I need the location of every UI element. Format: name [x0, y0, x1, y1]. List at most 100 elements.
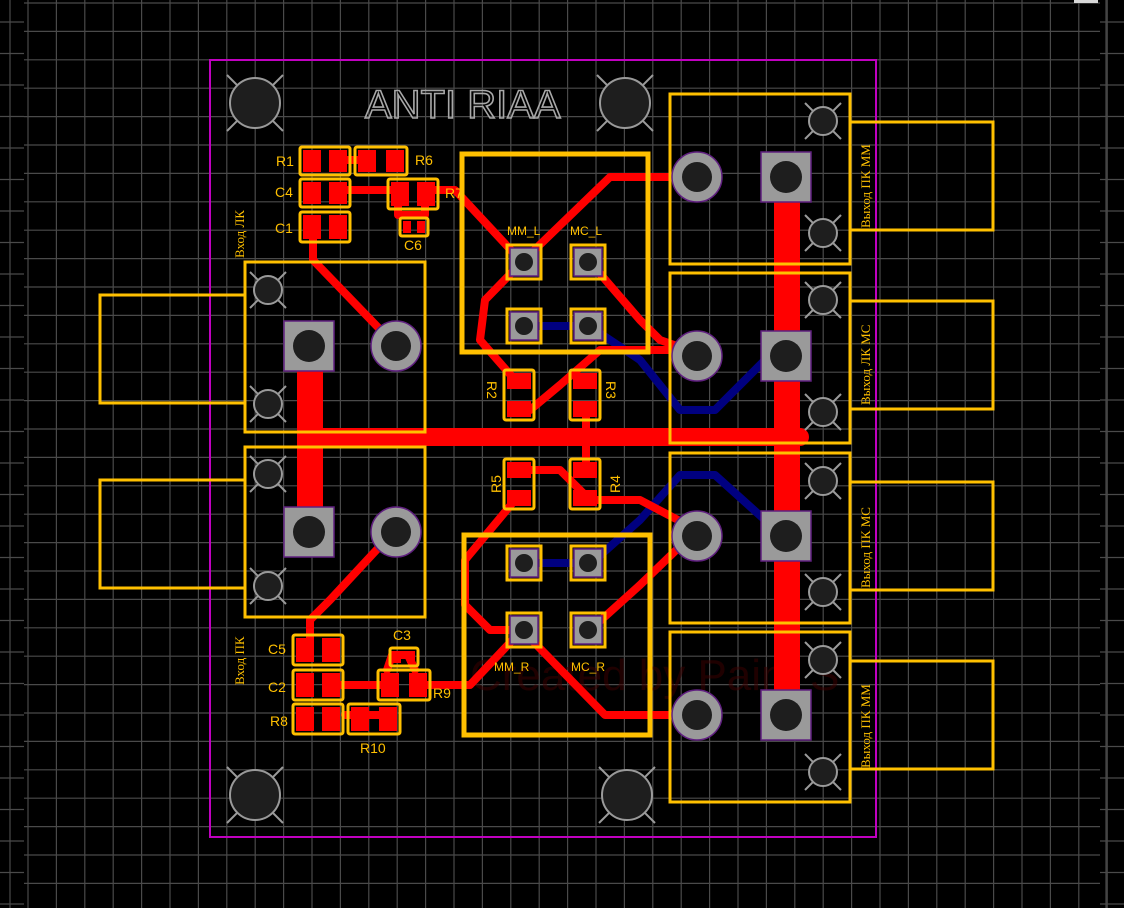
- relay-pin-label: MC_L: [570, 224, 602, 238]
- smd-components: [291, 145, 602, 736]
- designator: R9: [433, 685, 451, 701]
- pad-round: [370, 506, 422, 558]
- relay-labels: MM_L MC_L MM_R MC_R: [494, 224, 605, 674]
- pad-square: [283, 506, 335, 558]
- mount-hole-icon: [804, 641, 842, 679]
- relay-pin-pad: [505, 243, 543, 281]
- smd-component: [353, 145, 409, 177]
- relay-pin-pad: [569, 307, 607, 345]
- scrollbar-thumb[interactable]: [1074, 0, 1098, 3]
- designator: R4: [607, 475, 623, 493]
- relay-pin-label: MM_R: [494, 660, 530, 674]
- relay-outline: [459, 151, 651, 355]
- relay-pin-pad: [569, 544, 607, 582]
- designator: R2: [484, 381, 500, 399]
- relay-pin-pad: [505, 307, 543, 345]
- connector-label: Выход ПК МС: [858, 507, 873, 588]
- relay-pads: [505, 243, 607, 649]
- smd-component: [398, 216, 430, 238]
- pad-round: [671, 151, 723, 203]
- pad-round: [671, 330, 723, 382]
- connector-plug: [848, 480, 995, 592]
- mount-hole-icon: [249, 567, 287, 605]
- designator: R5: [488, 475, 504, 493]
- designator: R3: [603, 381, 619, 399]
- mount-hole-icon: [804, 393, 842, 431]
- smd-component: [291, 668, 345, 702]
- designator: C4: [275, 184, 293, 200]
- smd-component: [291, 633, 345, 667]
- designator: R1: [276, 153, 294, 169]
- mount-hole-icon: [598, 766, 656, 824]
- connector-label: Вход ЛК: [232, 210, 247, 258]
- designator: C5: [268, 641, 286, 657]
- designator: C2: [268, 679, 286, 695]
- smd-component: [386, 177, 440, 211]
- smd-component: [502, 368, 536, 422]
- trace-top: [518, 626, 701, 719]
- mount-hole-icon: [226, 766, 284, 824]
- smd-component: [291, 702, 345, 736]
- connector-label: Вход ПК: [232, 636, 247, 685]
- relay-pin-pad: [569, 611, 607, 649]
- mount-hole-icon: [804, 102, 842, 140]
- smd-component: [298, 210, 352, 244]
- mount-hole-icon: [804, 214, 842, 252]
- smd-component: [376, 668, 432, 702]
- mount-hole-icon: [804, 281, 842, 319]
- designator: R6: [415, 152, 433, 168]
- mount-hole-icon: [249, 455, 287, 493]
- pad-square: [760, 151, 812, 203]
- connector-plug: [848, 120, 995, 232]
- pad-round: [370, 320, 422, 372]
- mount-hole-icon: [596, 74, 654, 132]
- connector-labels: Вход ЛК Вход ПК Выход ПК ММ Выход ЛК МС …: [232, 144, 873, 768]
- connector-pads: [283, 151, 812, 741]
- pad-square: [760, 510, 812, 562]
- relay-outline: [461, 532, 653, 738]
- trace-top: [414, 626, 526, 689]
- designator: C3: [393, 627, 411, 643]
- trace-top: [476, 258, 526, 384]
- smd-component: [502, 457, 536, 511]
- smd-component: [568, 368, 602, 422]
- connector-silkscreen: [98, 92, 995, 804]
- relay-pin-pad: [569, 243, 607, 281]
- connector-label: Выход ПК ММ: [858, 144, 873, 228]
- connector-label: Выход ПК ММ: [858, 684, 873, 768]
- smd-component: [568, 457, 602, 511]
- designator: C6: [404, 237, 422, 253]
- mount-hole-icon: [804, 462, 842, 500]
- mount-hole-icon: [249, 385, 287, 423]
- pad-square: [283, 320, 335, 372]
- mount-hole-icon: [804, 753, 842, 791]
- relay-pin-label: MM_L: [507, 224, 541, 238]
- smd-component: [388, 646, 420, 668]
- relay-pin-label: MC_R: [571, 660, 605, 674]
- pad-round: [671, 510, 723, 562]
- mount-hole-icon: [804, 573, 842, 611]
- smd-component: [346, 702, 402, 736]
- connector-plug: [98, 478, 247, 590]
- designator: R10: [360, 740, 386, 756]
- mounting-holes: [226, 74, 656, 824]
- designator: R8: [270, 713, 288, 729]
- designator: C1: [275, 220, 293, 236]
- designator: R7: [445, 185, 463, 201]
- pad-round: [671, 689, 723, 741]
- board-outline: [209, 59, 877, 838]
- relay-pin-pad: [505, 544, 543, 582]
- smd-component: [298, 177, 352, 209]
- smd-component: [298, 145, 352, 177]
- connector-mount-holes: [249, 102, 842, 791]
- pad-square: [760, 689, 812, 741]
- board-title: ANTI RIAA: [365, 83, 561, 127]
- trace-top: [518, 173, 701, 266]
- connector-label: Выход ЛК МС: [858, 325, 873, 405]
- relay-pin-pad: [505, 611, 543, 649]
- connector-plug: [98, 293, 247, 405]
- component-designators: R1 C4 C1 R6 R7 C6 R2 R3 R5 R4 C5 C2 R8 C…: [268, 152, 623, 756]
- connector-plug: [848, 299, 995, 411]
